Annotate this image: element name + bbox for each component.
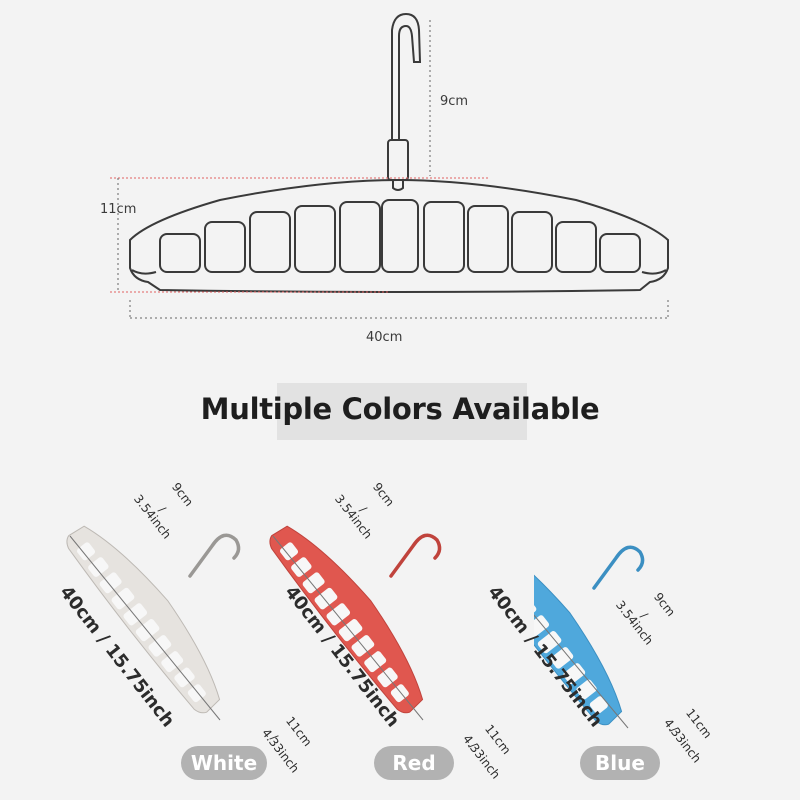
hanger-slot (326, 603, 351, 626)
hanger-slot (338, 619, 363, 642)
hanger-slot (467, 205, 509, 273)
hanger-slot (423, 201, 465, 273)
variant-white: 40cm / 15.75inch 9cm / 3.54inch 11cm / 4… (0, 470, 315, 800)
hanger-slot (563, 663, 586, 685)
hanger-body (534, 537, 623, 726)
hanger-slots-drawing (159, 199, 641, 273)
width-dimension-line (534, 614, 629, 729)
hanger-slot (135, 619, 160, 642)
hanger-slot (314, 587, 338, 610)
hanger-slot (381, 199, 419, 273)
variant-blue: 40cm / 15.75inch 9cm / 3.54inch 11cm / 4… (483, 470, 800, 800)
heading-highlight (277, 383, 527, 440)
hanger-slot (537, 631, 562, 654)
color-option-blue[interactable]: Blue (580, 746, 660, 780)
hanger-blue-illustration (534, 537, 645, 729)
hanger-hook (592, 545, 645, 590)
hanger-body (269, 525, 424, 714)
variant-red: 40cm / 15.75inch 9cm / 3.54inch 11cm / 4… (267, 470, 534, 800)
hanger-dimension-diagram (110, 12, 669, 320)
color-option-red[interactable]: Red (374, 746, 454, 780)
hanger-slot (174, 667, 195, 688)
hanger-body (66, 525, 221, 714)
hanger-width-label: 40cm (366, 330, 403, 345)
width-dimension-line (69, 535, 221, 721)
hanger-hook (188, 533, 241, 578)
hanger-slot (511, 211, 553, 273)
colors-heading: Multiple Colors Available (200, 392, 600, 426)
hanger-slot (555, 221, 597, 273)
hanger-slot (377, 667, 398, 688)
color-option-white[interactable]: White (181, 746, 267, 780)
hanger-slot (159, 233, 201, 273)
hanger-body-drawing (129, 178, 669, 293)
width-dimension-line (272, 535, 424, 721)
hanger-slot (111, 587, 135, 610)
hanger-slot (204, 221, 246, 273)
hanger-slot (249, 211, 291, 273)
hanger-slot (123, 603, 148, 626)
hanger-slot (589, 696, 608, 715)
hanger-height-label: 11cm (100, 202, 137, 217)
hanger-slot (550, 647, 574, 669)
hanger-slot (99, 572, 122, 594)
hanger-slot (302, 572, 325, 594)
hanger-slot (599, 233, 641, 273)
hanger-hook-drawing (387, 12, 422, 191)
hanger-slot (77, 542, 96, 561)
hanger-slot (280, 542, 299, 561)
hanger-slot (294, 205, 336, 273)
hanger-slot (88, 557, 109, 577)
hanger-slot (291, 557, 312, 577)
hanger-white-illustration (66, 525, 241, 721)
hanger-hook (389, 533, 442, 578)
hanger-red-illustration (269, 525, 442, 721)
hanger-slot (339, 201, 381, 273)
hook-height-label: 9cm (440, 94, 469, 109)
hanger-slot (534, 615, 550, 638)
